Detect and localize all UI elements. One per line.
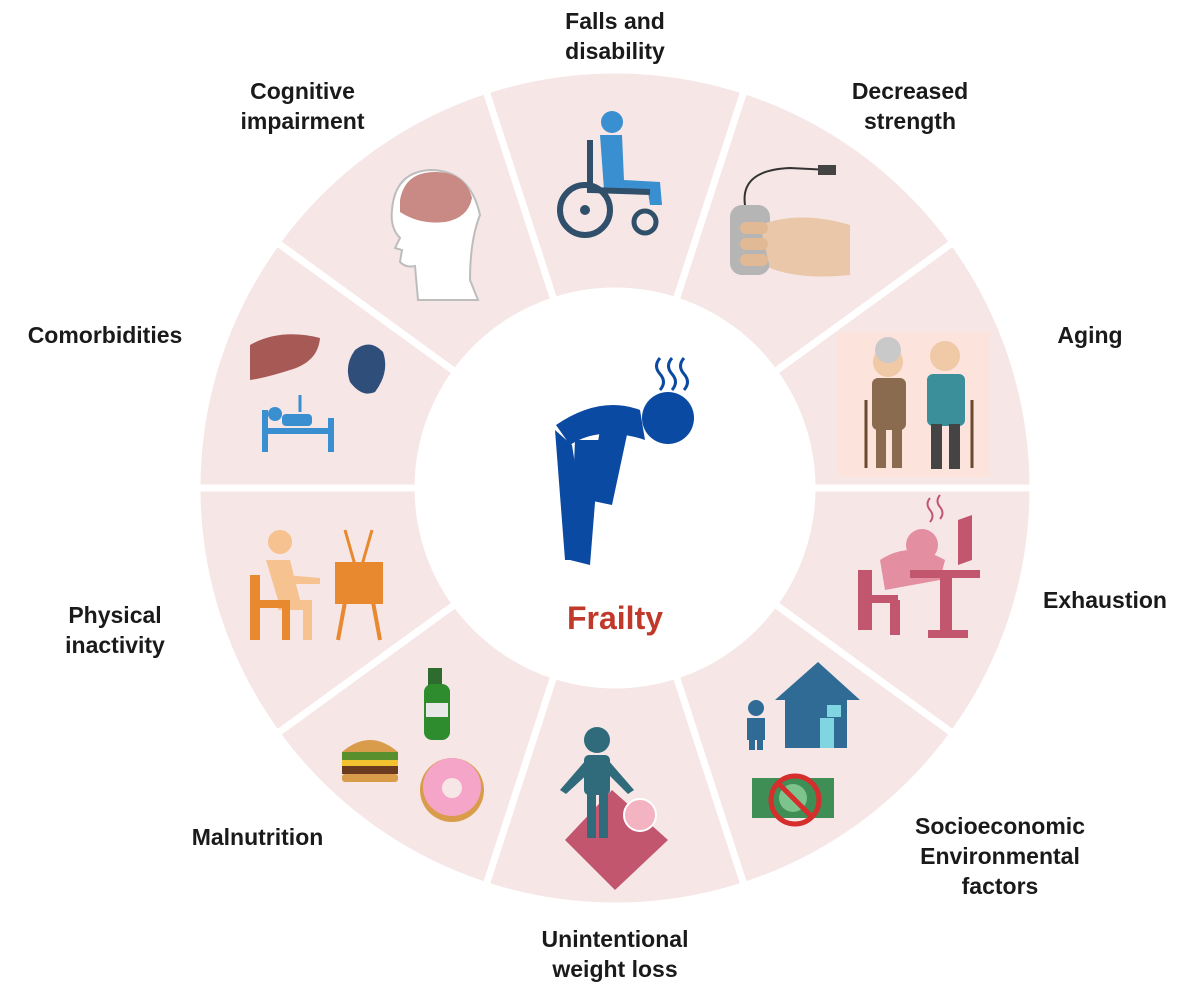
label-line: Exhaustion [1043,587,1167,613]
label-line: impairment [240,108,365,134]
elderly-couple-icon [838,332,990,477]
label-line: Malnutrition [191,824,324,850]
organs-hospital-bed-icon [250,334,386,452]
house-money-icon [747,662,860,827]
label-strength: Decreased strength [800,76,1020,136]
label-comorbidities: Comorbidities [5,320,205,350]
label-exhaustion: Exhaustion [1030,585,1180,615]
label-line: Physical [68,602,162,628]
label-malnutrition: Malnutrition [170,822,345,852]
label-aging: Aging [1030,320,1150,350]
label-cognitive: Cognitive impairment [215,76,390,136]
label-line: Unintentional [541,926,689,952]
label-line: Socioeconomic [915,813,1085,839]
tired-person-icon [555,357,694,565]
label-line: Aging [1057,322,1123,348]
label-line: disability [565,38,665,64]
label-inactivity: Physical inactivity [30,600,200,660]
label-line: factors [961,873,1039,899]
label-falls: Falls and disability [515,6,715,66]
label-line: Cognitive [250,78,355,104]
label-line: strength [864,108,956,134]
center-title: Frailty [566,600,664,636]
label-line: inactivity [65,632,165,658]
label-line: Environmental [920,843,1080,869]
label-line: Decreased [851,78,969,104]
hand-grip-dynamometer-icon [730,165,850,277]
exhausted-person-desk-icon [858,494,980,638]
person-watching-tv-icon [250,529,383,641]
brain-head-icon [390,168,482,301]
junk-food-icon [342,668,484,822]
label-line: Comorbidities [27,322,183,348]
label-line: weight loss [552,956,678,982]
wheelchair-icon [557,111,662,238]
scale-person-icon [560,727,668,890]
label-weight-loss: Unintentional weight loss [515,924,715,984]
label-line: Falls and [565,8,665,34]
